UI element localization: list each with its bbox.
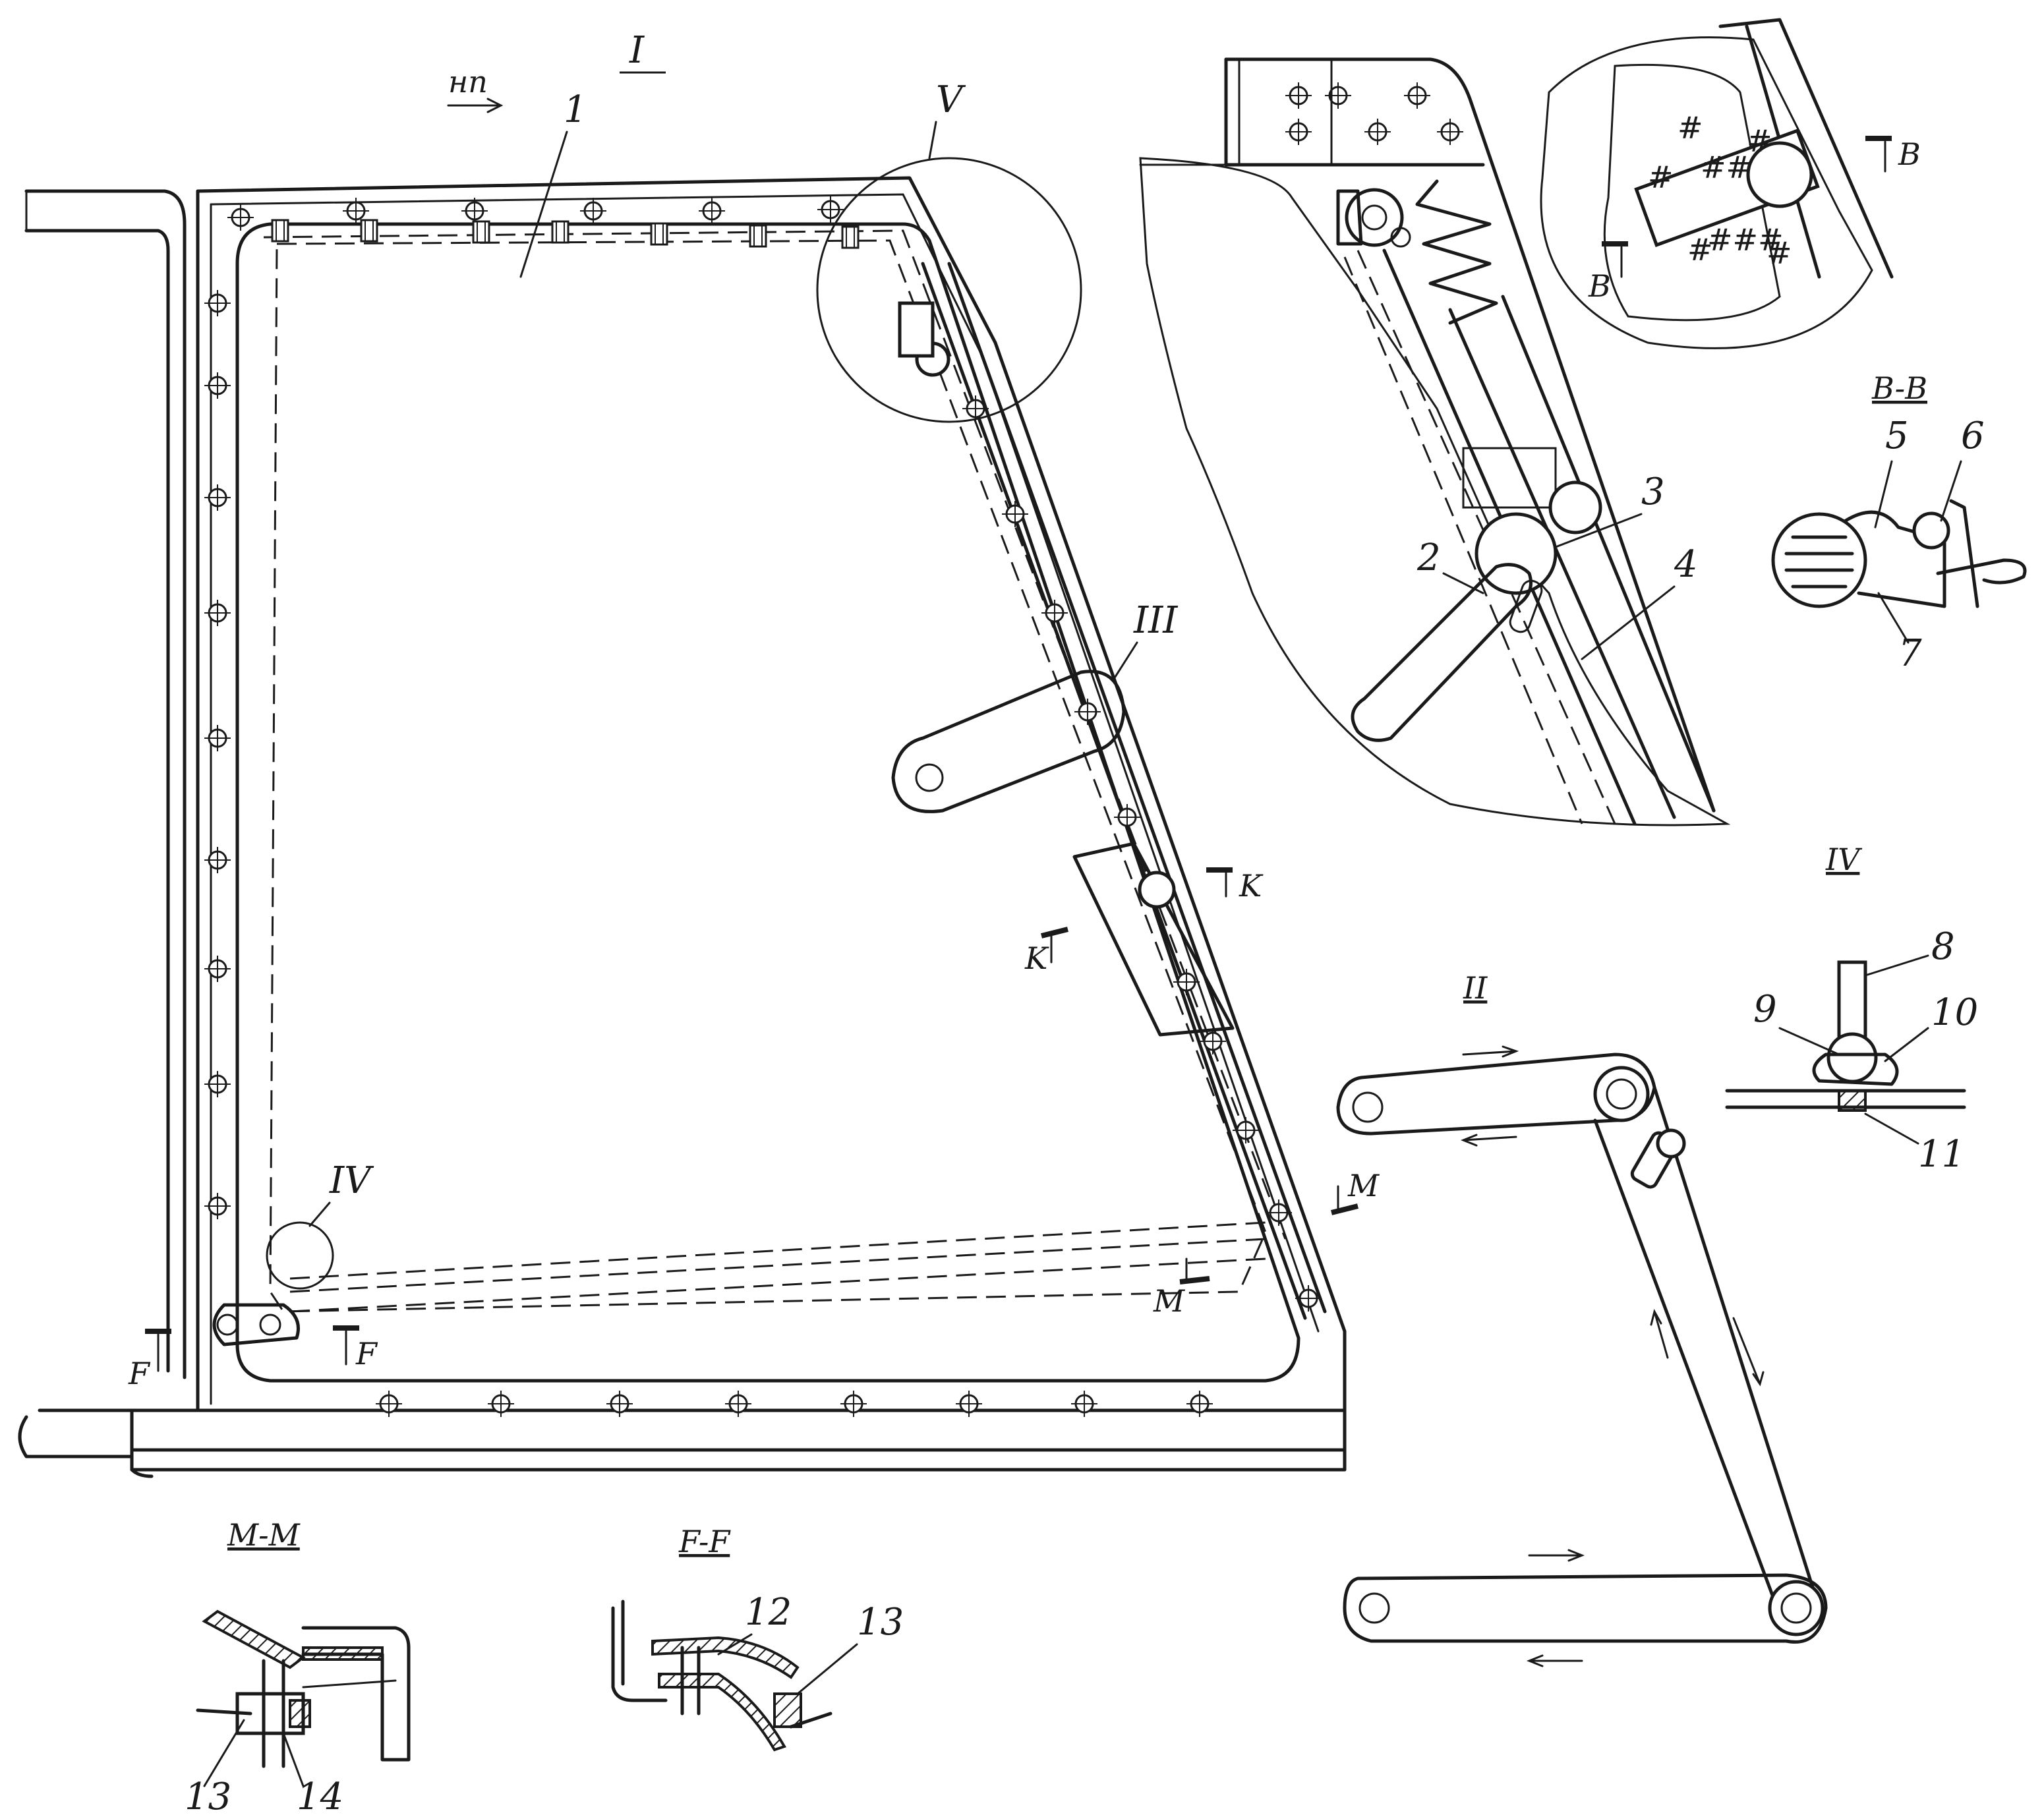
- callout-IV-label: IV: [329, 1159, 374, 1202]
- view-IV-title: IV: [1825, 842, 1863, 877]
- part-13-label-mm: 13: [185, 1776, 231, 1818]
- section-BB-title: B-B: [1871, 370, 1927, 406]
- section-mark-B-right: B: [1898, 136, 1921, 172]
- section-mark-F-right: F: [333, 1325, 378, 1371]
- part-7-label: 7: [1898, 632, 1922, 675]
- section-MM: M-M 13 14: [185, 1517, 411, 1818]
- svg-text:M: M: [1347, 1168, 1380, 1203]
- callout-circle-IV: [266, 1221, 334, 1290]
- part-4-label: 4: [1674, 543, 1698, 586]
- section-mark-K-left: K: [1024, 927, 1068, 976]
- handle-2: [1351, 563, 1533, 742]
- svg-text:M: M: [1153, 1283, 1186, 1319]
- latch-bracket: [1072, 842, 1235, 1037]
- vertical-link: [1593, 1085, 1821, 1632]
- svg-text:K: K: [1024, 940, 1049, 976]
- view-II-linkage: II: [1336, 970, 1828, 1667]
- part-11-label: 11: [1918, 1133, 1965, 1176]
- part-14-label: 14: [297, 1776, 343, 1818]
- sill-bolts: [374, 1389, 1214, 1418]
- view-I-window-frame: [18, 157, 1347, 1478]
- svg-text:F: F: [128, 1356, 151, 1391]
- part-5-label: 5: [1885, 415, 1909, 457]
- part-2-label: 2: [1416, 536, 1441, 579]
- handle-pivot-3: [1475, 512, 1558, 595]
- glass-outline: [269, 239, 1267, 1313]
- svg-text:#: #: [1648, 159, 1674, 195]
- lower-hinge: [212, 1303, 300, 1346]
- lower-link: [1343, 1573, 1828, 1644]
- detail-V-mechanism: # ## # # ### # # B B 2 3 4: [1139, 18, 1921, 826]
- part-10-label: 10: [1931, 991, 1978, 1034]
- handle-III: [891, 670, 1126, 813]
- section-MM-title: M-M: [227, 1517, 301, 1553]
- section-mark-F-left: F: [128, 1329, 171, 1391]
- roof-rail: [24, 189, 187, 1379]
- section-BB: B-B 5 6 7: [1771, 370, 2027, 675]
- part-1-label: 1: [564, 88, 587, 131]
- slant-bolts: [961, 394, 1323, 1313]
- section-mark-M-upper: M: [1331, 1168, 1380, 1215]
- callout-circle-V: [816, 157, 1082, 423]
- svg-text:K: K: [1239, 868, 1264, 904]
- window-opening: [235, 222, 1300, 1383]
- section-FF-title: F-F: [678, 1524, 731, 1559]
- callout-V-label: V: [936, 78, 966, 121]
- svg-text:#: #: [1767, 235, 1792, 271]
- part-13-label-ff: 13: [857, 1601, 904, 1644]
- svg-text:F: F: [355, 1336, 378, 1371]
- view-IV-detail: IV 8 9 10 11: [1725, 842, 1978, 1176]
- section-mark-B-left: B: [1588, 268, 1611, 304]
- section-mark-M-lower: M: [1153, 1257, 1210, 1319]
- left-bolts: [203, 289, 232, 1221]
- svg-text:#: #: [1678, 110, 1703, 146]
- view-I-title: I: [629, 29, 645, 72]
- part-12-label: 12: [745, 1591, 792, 1634]
- view-II-title: II: [1463, 970, 1488, 1006]
- part-3-label: 3: [1641, 471, 1665, 513]
- part-6-label: 6: [1961, 415, 1985, 457]
- callout-III-label: III: [1133, 599, 1179, 642]
- svg-text:#: #: [1747, 123, 1772, 159]
- direction-label: нп: [448, 64, 488, 100]
- svg-text:###: ###: [1707, 222, 1784, 258]
- svg-text:#: #: [1687, 232, 1713, 268]
- slide-rail: [921, 262, 1307, 1320]
- section-FF: F-F 12 13: [611, 1524, 904, 1752]
- svg-text:##: ##: [1701, 150, 1751, 185]
- section-mark-K-right: K: [1206, 867, 1264, 904]
- part-8-label: 8: [1931, 925, 1955, 968]
- part-9-label: 9: [1753, 988, 1777, 1031]
